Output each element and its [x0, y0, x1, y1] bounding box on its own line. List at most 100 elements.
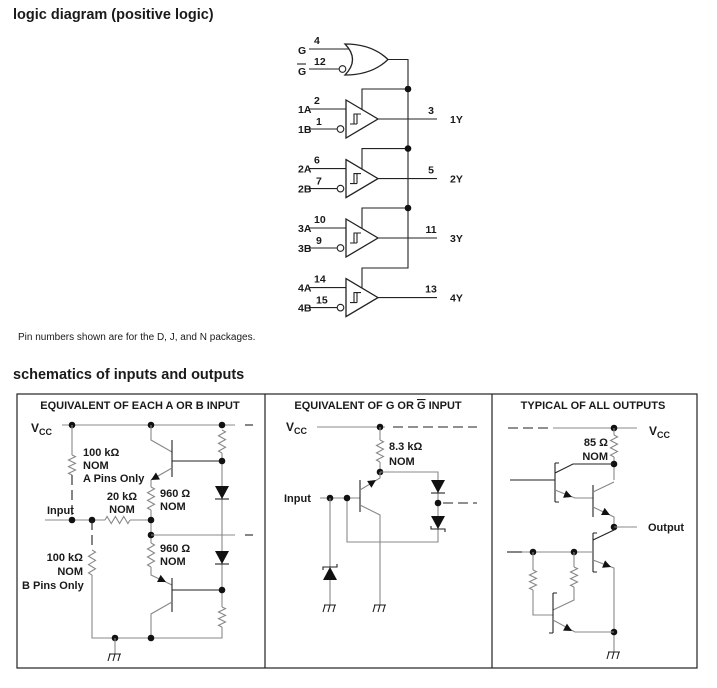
wire [346, 471, 439, 543]
label: 2 [314, 95, 320, 107]
resistor [569, 566, 579, 588]
junction-dot [147, 516, 155, 524]
schmitt-buffer [345, 277, 380, 318]
wire [361, 88, 408, 110]
pin-note: Pin numbers shown are for the D, J, and … [18, 332, 255, 343]
vcc-sub: CC [294, 426, 307, 436]
wire [554, 489, 593, 499]
schottky-clamp [555, 462, 559, 503]
resistor [217, 429, 227, 454]
vcc-sub: CC [39, 427, 52, 437]
wire [359, 472, 381, 491]
junction-dot [147, 634, 155, 642]
label: 14 [314, 274, 326, 286]
inverter-bubble [336, 303, 345, 312]
label: NOM [160, 501, 186, 513]
label: 1B [298, 124, 312, 136]
resistor [87, 549, 97, 576]
junction-dot [343, 494, 351, 502]
label: 11 [425, 224, 436, 236]
schmitt-trigger-icon [350, 292, 361, 304]
logic-diagram-title: logic diagram (positive logic) [13, 7, 214, 23]
label: Input [47, 505, 74, 517]
g-bar-pin: 12 [314, 56, 326, 68]
logic-diagram: G 4 G 12 [297, 35, 409, 288]
vcc-label: VCC [31, 421, 53, 437]
junction-dot [68, 516, 76, 524]
label: 4A [298, 283, 312, 295]
schematics-title: schematics of inputs and outputs [13, 367, 244, 383]
junction-dot [404, 204, 412, 212]
label: A Pins Only [83, 473, 145, 485]
label: TYPICAL OF ALL OUTPUTS [521, 400, 666, 412]
diode-icon [323, 567, 337, 580]
label: NOM [160, 556, 186, 568]
label: 3Y [450, 233, 463, 245]
inverter-bubble [336, 125, 345, 133]
wire [552, 587, 575, 611]
ground-icon [107, 653, 121, 662]
label: 9 [316, 235, 322, 247]
label: 20 kΩ [107, 491, 137, 503]
wire [552, 619, 614, 633]
resistor [104, 515, 131, 525]
label: 10 [314, 214, 326, 226]
inverter-bubble [336, 184, 345, 193]
label: NOM [109, 504, 135, 516]
emitter-arrow [601, 507, 610, 515]
g-label: G [298, 45, 306, 57]
resistor [375, 439, 385, 463]
junction-dot [218, 457, 226, 465]
label: 960 Ω [160, 543, 190, 555]
ground-icon [322, 604, 336, 613]
vcc-main: V [649, 424, 657, 438]
wire [592, 481, 615, 493]
schottky-clamp [593, 532, 597, 573]
label: 5 [428, 165, 434, 177]
schmitt-trigger-icon [350, 232, 361, 244]
label: 3 [428, 105, 434, 117]
emitter-arrow [602, 560, 611, 568]
diode-icon [431, 516, 445, 529]
wire [150, 425, 173, 453]
resistor [609, 434, 619, 458]
emitter-arrow [563, 490, 572, 498]
label: 2A [298, 164, 312, 176]
label: NOM [389, 456, 415, 468]
diode-bar [430, 526, 446, 532]
label: 1Y [450, 114, 463, 126]
title-part: INPUT [426, 400, 462, 412]
vcc-label: VCC [649, 424, 671, 440]
junction-dot [404, 85, 412, 93]
emitter-arrow [367, 480, 376, 488]
label: 4B [298, 303, 312, 315]
resistor [146, 486, 156, 511]
wire [359, 504, 381, 605]
wire [532, 590, 553, 616]
schematic-box [16, 393, 698, 669]
or-gate [343, 43, 389, 76]
resistor [146, 542, 156, 568]
resistor [528, 569, 538, 591]
junction-dot [218, 586, 226, 594]
label: 1A [298, 104, 312, 116]
label: 6 [314, 155, 320, 167]
label: Output [648, 522, 684, 534]
label: 1 [316, 116, 322, 128]
label: B Pins Only [22, 580, 85, 592]
label: 13 [425, 284, 437, 296]
wire [150, 601, 173, 638]
junction-dot [434, 499, 442, 507]
junction-dot [404, 145, 412, 152]
diode-icon [215, 551, 229, 564]
vcc-sub: CC [657, 430, 670, 440]
label: 3A [298, 223, 312, 235]
resistor [67, 454, 77, 476]
label: 2B [298, 184, 312, 196]
schmitt-trigger-icon [350, 173, 361, 185]
label: 100 kΩ [83, 447, 120, 459]
label: EQUIVALENT OF EACH A OR B INPUT [40, 400, 240, 412]
label: 960 Ω [160, 488, 190, 500]
wire [592, 559, 615, 652]
